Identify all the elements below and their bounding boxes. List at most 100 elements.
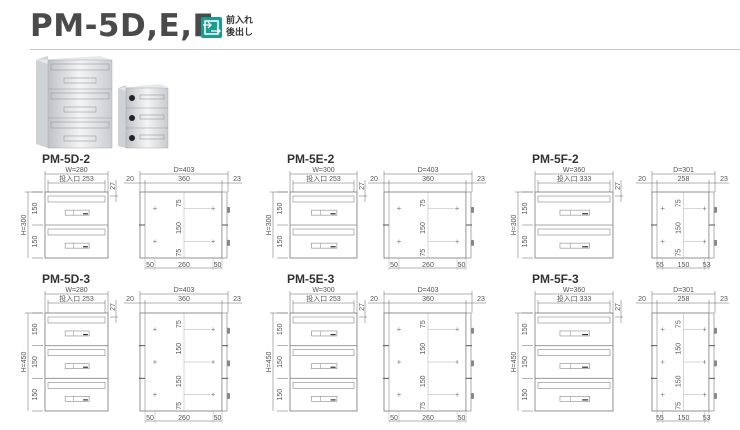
width-label: W=300 <box>312 287 334 294</box>
model-title: PM-5F-2 <box>532 152 579 166</box>
nameplate <box>311 363 338 369</box>
mail-slot <box>47 228 106 236</box>
model-title: PM-5D-3 <box>42 272 90 286</box>
mail-slot <box>292 195 355 203</box>
slot-offset-label: 27 <box>615 182 622 190</box>
handle <box>83 333 88 336</box>
hole-spacing-label: 150 <box>678 262 690 269</box>
depth-label: D=301 <box>673 287 694 294</box>
hole-spacing-label: 150 <box>678 415 690 422</box>
model-title: PM-5D-2 <box>42 152 90 166</box>
nameplate <box>311 330 338 337</box>
mail-slot <box>292 382 355 389</box>
height-label: H=450 <box>511 351 518 372</box>
hole-offset-label: 50 <box>146 415 154 422</box>
depth-part-label: 360 <box>422 176 434 183</box>
slot-offset-label: 27 <box>359 303 366 311</box>
depth-part-label: 20 <box>638 176 646 183</box>
nameplate <box>311 209 338 216</box>
depth-part-label: 23 <box>720 176 728 183</box>
hole-offset-label: 50 <box>458 415 466 422</box>
mounting-hole-spacing-label: 75 <box>676 320 683 328</box>
lock-icon <box>227 239 230 246</box>
model-title: PM-5E-2 <box>287 152 335 166</box>
side-view <box>651 191 710 259</box>
handle <box>330 333 336 336</box>
lock-icon <box>714 327 717 334</box>
height-label: H=450 <box>266 351 273 372</box>
height-label: H=450 <box>21 351 28 372</box>
mounting-hole-spacing-label: 150 <box>676 343 683 355</box>
badge-label: 前入れ 後出し <box>226 15 253 39</box>
height-label: H=300 <box>21 214 28 235</box>
depth-label: D=403 <box>418 287 439 294</box>
handle <box>330 399 336 401</box>
mounting-hole-spacing-label: 75 <box>176 402 183 410</box>
mounting-hole-spacing-label: 150 <box>420 375 427 387</box>
mounting-hole-spacing-label: 75 <box>176 199 183 207</box>
front-view <box>289 312 358 412</box>
unit-height-label: 150 <box>522 389 529 401</box>
depth-part-label: 23 <box>233 176 241 183</box>
mounting-hole-spacing-label: 75 <box>676 199 683 207</box>
mail-slot <box>47 316 106 324</box>
unit-height-label: 150 <box>32 203 39 215</box>
slot-width-label: 投入口 253 <box>306 294 341 303</box>
slot-offset-label: 27 <box>359 182 366 190</box>
unit-height-label: 150 <box>522 356 529 368</box>
side-view <box>383 191 467 259</box>
unit-height-label: 150 <box>32 356 39 368</box>
width-label: W=300 <box>312 167 334 174</box>
model-title: PM-5E-3 <box>287 272 335 286</box>
lock-icon <box>471 327 474 334</box>
depth-part-label: 23 <box>477 176 485 183</box>
unit-height-label: 150 <box>277 389 284 401</box>
slot-offset-label: 27 <box>615 303 622 311</box>
divider <box>30 49 740 50</box>
width-label: W=360 <box>563 287 585 294</box>
mail-slot <box>292 349 355 356</box>
side-view <box>139 191 223 259</box>
depth-part-label: 258 <box>678 176 690 183</box>
handle <box>330 366 336 368</box>
lock-icon <box>471 360 474 367</box>
handle <box>582 246 589 248</box>
depth-part-label: 20 <box>638 296 646 303</box>
mail-slot <box>537 316 611 324</box>
nameplate <box>64 242 90 249</box>
mounting-hole-spacing-label: 75 <box>176 320 183 328</box>
handle <box>83 399 88 401</box>
lock-icon <box>227 327 230 334</box>
nameplate <box>311 242 338 249</box>
nameplate <box>559 363 590 369</box>
hole-spacing-label: 260 <box>178 415 190 422</box>
handle <box>582 213 589 215</box>
depth-part-label: 360 <box>422 296 434 303</box>
lock-icon <box>714 360 717 367</box>
badge-line-2: 後出し <box>226 28 254 38</box>
hole-offset-label: 50 <box>214 415 222 422</box>
depth-part-label: 20 <box>370 176 378 183</box>
hole-spacing-label: 260 <box>178 262 190 269</box>
front-view <box>534 312 614 412</box>
hole-offset-label: 55 <box>656 415 664 422</box>
width-label: W=360 <box>563 167 585 174</box>
slot-width-label: 投入口 253 <box>59 174 94 183</box>
nameplate <box>64 363 90 369</box>
unit-height-label: 150 <box>32 389 39 401</box>
depth-label: D=403 <box>174 167 195 174</box>
unit-height-label: 150 <box>522 203 529 215</box>
hole-offset-label: 53 <box>703 262 711 269</box>
slot-width-label: 投入口 333 <box>557 294 592 303</box>
mail-slot <box>537 349 611 356</box>
slot-offset-label: 27 <box>110 182 117 190</box>
depth-part-label: 20 <box>370 296 378 303</box>
hole-offset-label: 50 <box>390 262 398 269</box>
depth-part-label: 23 <box>477 296 485 303</box>
handle <box>83 213 88 215</box>
unit-height-label: 150 <box>32 323 39 335</box>
